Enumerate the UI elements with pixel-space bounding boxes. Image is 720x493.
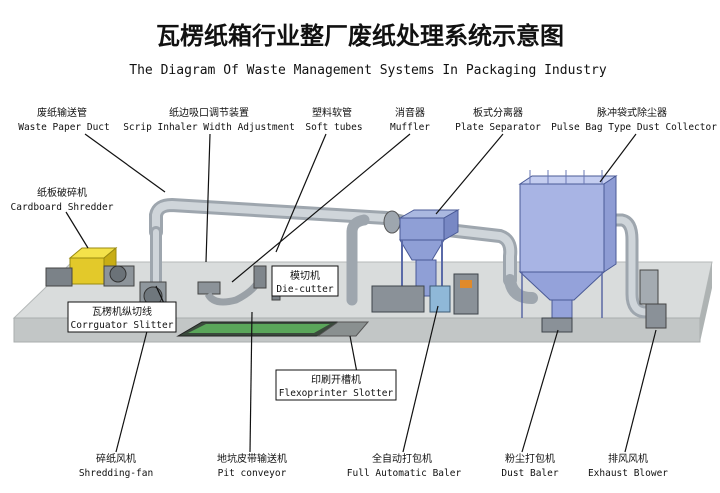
flexoprinter-en: Flexoprinter Slotter bbox=[279, 388, 394, 399]
pit-conveyor-en: Pit conveyor bbox=[218, 468, 287, 479]
dust-baler-cn: 粉尘打包机 bbox=[505, 452, 555, 465]
label-shredding-fan: 碎纸风机 Shredding-fan bbox=[79, 452, 153, 479]
dust-collector-cn: 脉冲袋式除尘器 bbox=[597, 106, 667, 119]
label-dust-baler: 粉尘打包机 Dust Baler bbox=[501, 452, 558, 479]
muffler-cn: 消音器 bbox=[395, 106, 425, 119]
baler-cn: 全自动打包机 bbox=[372, 452, 432, 465]
label-flexoprinter-slotter: 印刷开槽机 Flexoprinter Slotter bbox=[275, 369, 397, 401]
flexoprinter-cn: 印刷开槽机 bbox=[311, 373, 361, 386]
plate-separator bbox=[398, 209, 460, 300]
label-muffler: 消音器 Muffler bbox=[390, 106, 430, 133]
soft-tubes-en: Soft tubes bbox=[305, 122, 362, 133]
corrugator-cn: 瓦楞机纵切线 bbox=[92, 305, 152, 318]
exhaust-blower-cn: 排风风机 bbox=[608, 452, 648, 465]
label-plate-separator: 板式分离器 Plate Separator bbox=[455, 106, 541, 133]
waste-duct-cn: 废纸输送管 bbox=[37, 106, 87, 119]
shredder-en: Cardboard Shredder bbox=[11, 202, 114, 213]
muffler-en: Muffler bbox=[390, 122, 430, 133]
pit-conveyor-cn: 地坑皮带输送机 bbox=[217, 452, 287, 465]
title-en: The Diagram Of Waste Management Systems … bbox=[129, 63, 607, 78]
muffler bbox=[383, 210, 401, 234]
dust-baler bbox=[541, 317, 573, 333]
label-exhaust-blower: 排风风机 Exhaust Blower bbox=[588, 452, 668, 479]
cardboard-shredder bbox=[45, 246, 135, 287]
label-waste-paper-duct: 废纸输送管 Waste Paper Duct bbox=[18, 106, 110, 133]
label-scrip-inhaler: 纸边吸口调节装置 Scrip Inhaler Width Adjustment bbox=[123, 106, 295, 133]
pulse-bag-dust-collector bbox=[518, 170, 618, 321]
exhaust-blower bbox=[639, 269, 667, 329]
label-dust-collector: 脉冲袋式除尘器 Pulse Bag Type Dust Collector bbox=[551, 106, 717, 133]
leader-lines bbox=[65, 133, 657, 453]
dust-collector-en: Pulse Bag Type Dust Collector bbox=[551, 122, 717, 133]
label-cardboard-shredder: 纸板破碎机 Cardboard Shredder bbox=[11, 186, 114, 213]
full-automatic-baler bbox=[371, 273, 479, 315]
shredding-fan-cn: 碎纸风机 bbox=[96, 452, 136, 465]
label-pit-conveyor: 地坑皮带输送机 Pit conveyor bbox=[217, 452, 287, 479]
plate-separator-en: Plate Separator bbox=[455, 122, 541, 133]
corrugator-en: Corrguator Slitter bbox=[71, 320, 174, 331]
plate-separator-cn: 板式分离器 bbox=[473, 106, 523, 119]
label-corrugator-slitter: 瓦楞机纵切线 Corrguator Slitter bbox=[67, 301, 177, 333]
scrip-inhaler-en: Scrip Inhaler Width Adjustment bbox=[123, 122, 295, 133]
soft-tubes-cn: 塑料软管 bbox=[312, 106, 352, 119]
exhaust-blower-en: Exhaust Blower bbox=[588, 468, 668, 479]
shredder-cn: 纸板破碎机 bbox=[37, 186, 87, 199]
baler-en: Full Automatic Baler bbox=[347, 468, 462, 479]
die-cutter-cn: 模切机 bbox=[290, 269, 320, 282]
waste-paper-duct bbox=[149, 197, 653, 319]
pit-conveyor bbox=[176, 321, 370, 337]
scrip-inhaler-cn: 纸边吸口调节装置 bbox=[169, 106, 249, 119]
dust-baler-en: Dust Baler bbox=[501, 468, 558, 479]
waste-duct-en: Waste Paper Duct bbox=[18, 122, 110, 133]
scrip-inhaler bbox=[197, 265, 267, 306]
shredding-fan-en: Shredding-fan bbox=[79, 468, 153, 479]
title-cn: 瓦楞纸箱行业整厂废纸处理系统示意图 bbox=[156, 22, 564, 50]
label-die-cutter: 模切机 Die-cutter bbox=[271, 265, 339, 297]
label-soft-tubes: 塑料软管 Soft tubes bbox=[305, 106, 362, 133]
label-full-automatic-baler: 全自动打包机 Full Automatic Baler bbox=[347, 452, 462, 479]
die-cutter-en: Die-cutter bbox=[276, 284, 333, 295]
